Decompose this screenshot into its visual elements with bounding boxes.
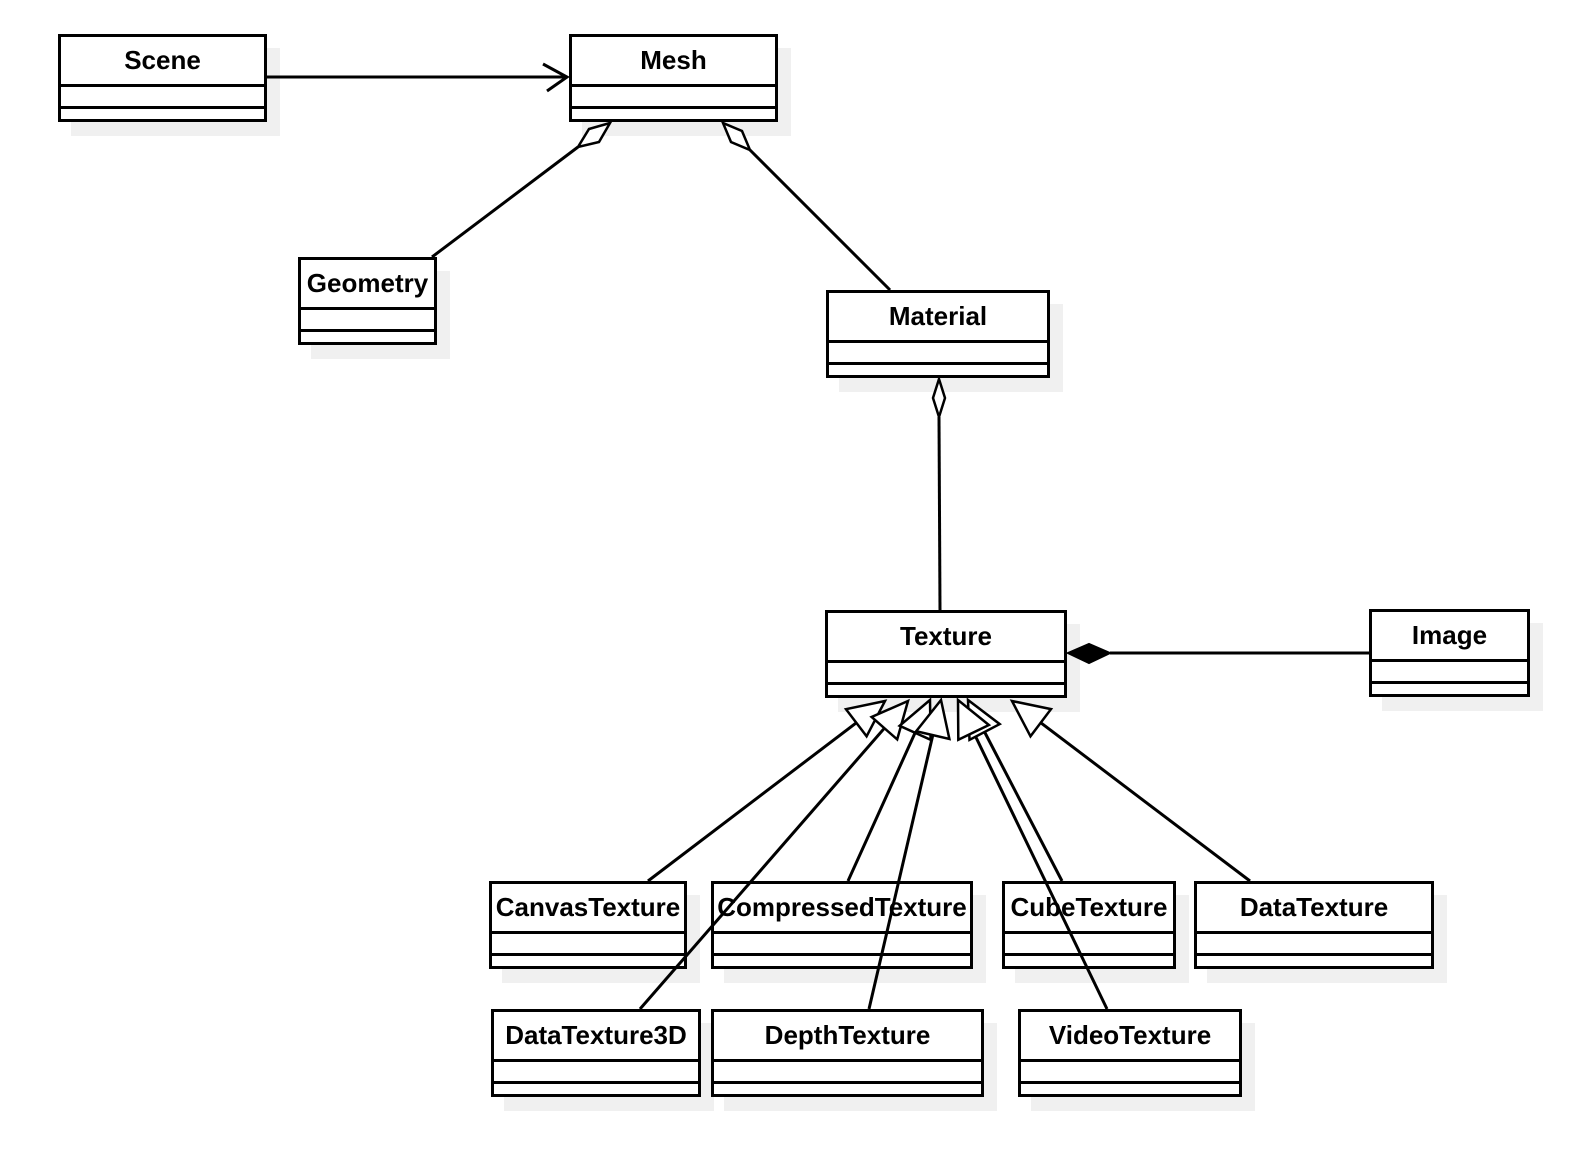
aggregation-mesh-material	[720, 120, 892, 292]
attributes-compartment	[301, 307, 434, 329]
operations-compartment	[492, 953, 684, 972]
association-scene-mesh	[267, 62, 570, 93]
attributes-compartment	[714, 931, 970, 953]
generalization-arrowheads	[843, 697, 1054, 742]
triangle-arrowhead-icon	[869, 698, 910, 742]
class-name: CompressedTexture	[717, 892, 967, 922]
class-box-texture: Texture	[825, 610, 1067, 698]
operations-compartment	[1021, 1081, 1239, 1100]
attributes-compartment	[494, 1059, 698, 1081]
operations-compartment	[714, 1081, 981, 1100]
triangle-arrowhead-icon	[956, 697, 992, 742]
triangle-arrowhead-icon	[843, 699, 888, 739]
class-name: VideoTexture	[1048, 1020, 1212, 1050]
hollow-diamond-icon	[931, 374, 947, 422]
operations-compartment	[714, 953, 970, 972]
class-box-image: Image	[1369, 609, 1530, 697]
class-box-compressedtexture: CompressedTexture	[711, 881, 973, 969]
aggregation-material-texture	[931, 374, 947, 611]
attributes-compartment	[1372, 659, 1527, 681]
attributes-compartment	[1197, 931, 1431, 953]
attributes-compartment	[61, 84, 264, 106]
operations-compartment	[829, 362, 1047, 381]
operations-compartment	[572, 106, 775, 125]
class-box-videotexture: VideoTexture	[1018, 1009, 1242, 1097]
operations-compartment	[61, 106, 264, 125]
class-name: Geometry	[306, 268, 429, 298]
class-box-datatexture: DataTexture	[1194, 881, 1434, 969]
attributes-compartment	[572, 84, 775, 106]
operations-compartment	[828, 682, 1064, 701]
class-box-material: Material	[826, 290, 1050, 378]
class-box-canvastexture: CanvasTexture	[489, 881, 687, 969]
class-name: Image	[1411, 620, 1488, 650]
class-name: DataTexture	[1239, 892, 1389, 922]
attributes-compartment	[1005, 931, 1173, 953]
aggregation-mesh-geometry	[431, 120, 613, 259]
operations-compartment	[1197, 953, 1431, 972]
class-name: CubeTexture	[1010, 892, 1168, 922]
composition-texture-image	[1065, 642, 1369, 665]
class-name: CanvasTexture	[495, 892, 681, 922]
class-box-geometry: Geometry	[298, 257, 437, 345]
class-box-datatexture3d: DataTexture3D	[491, 1009, 701, 1097]
triangle-arrowhead-icon	[1009, 699, 1054, 739]
attributes-compartment	[492, 931, 684, 953]
hollow-diamond-icon	[720, 120, 753, 153]
class-name: Scene	[124, 45, 201, 75]
hollow-diamond-icon	[575, 120, 613, 149]
class-name: Texture	[900, 621, 992, 651]
class-box-mesh: Mesh	[569, 34, 778, 122]
operations-compartment	[1372, 681, 1527, 700]
class-name: Material	[888, 301, 988, 331]
operations-compartment	[1005, 953, 1173, 972]
attributes-compartment	[829, 340, 1047, 362]
filled-diamond-icon	[1065, 642, 1113, 665]
attributes-compartment	[714, 1059, 981, 1081]
operations-compartment	[494, 1081, 698, 1100]
class-box-scene: Scene	[58, 34, 267, 122]
triangle-arrowhead-icon	[966, 697, 1003, 742]
generalization-compressedtexture-line	[846, 732, 917, 882]
generalization-datatexture-line	[1039, 721, 1251, 883]
attributes-compartment	[828, 660, 1064, 682]
class-name: DepthTexture	[764, 1020, 931, 1050]
class-box-cubetexture: CubeTexture	[1002, 881, 1176, 969]
generalization-canvastexture-line	[647, 721, 858, 883]
open-arrowhead-icon	[542, 62, 570, 93]
class-name: DataTexture3D	[505, 1020, 687, 1050]
triangle-arrowhead-icon	[897, 697, 932, 742]
class-name: Mesh	[640, 45, 707, 75]
generalization-cubetexture-line	[983, 731, 1064, 882]
attributes-compartment	[1021, 1059, 1239, 1081]
operations-compartment	[301, 329, 434, 348]
triangle-arrowhead-icon	[913, 697, 952, 741]
class-box-depthtexture: DepthTexture	[711, 1009, 984, 1097]
